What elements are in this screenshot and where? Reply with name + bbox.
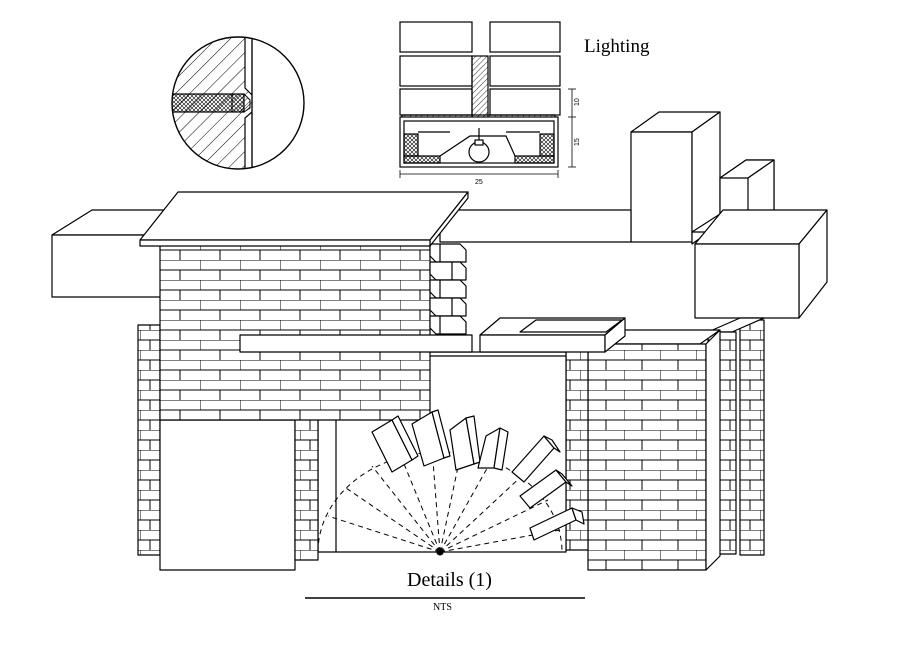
fan-brick-arrangement xyxy=(317,409,585,556)
dimension-box-width: 25 xyxy=(475,179,483,186)
right-brick-pier xyxy=(565,317,765,571)
dimension-light-box: 15 xyxy=(574,138,581,146)
left-brick-pier xyxy=(137,324,319,571)
brick-mass xyxy=(159,239,473,421)
details-scale: NTS xyxy=(433,602,452,613)
magnified-detail xyxy=(171,36,305,170)
stepped-brick-course xyxy=(429,243,467,335)
top-slab xyxy=(139,191,469,247)
details-title: Details (1) xyxy=(407,569,492,591)
dimension-top-strip: 10 xyxy=(574,98,581,106)
lighting-section-detail: 10 15 25 xyxy=(399,21,581,186)
lighting-label: Lighting xyxy=(584,36,650,57)
lighting-channel xyxy=(479,317,626,353)
right-beam-assembly xyxy=(630,111,828,319)
